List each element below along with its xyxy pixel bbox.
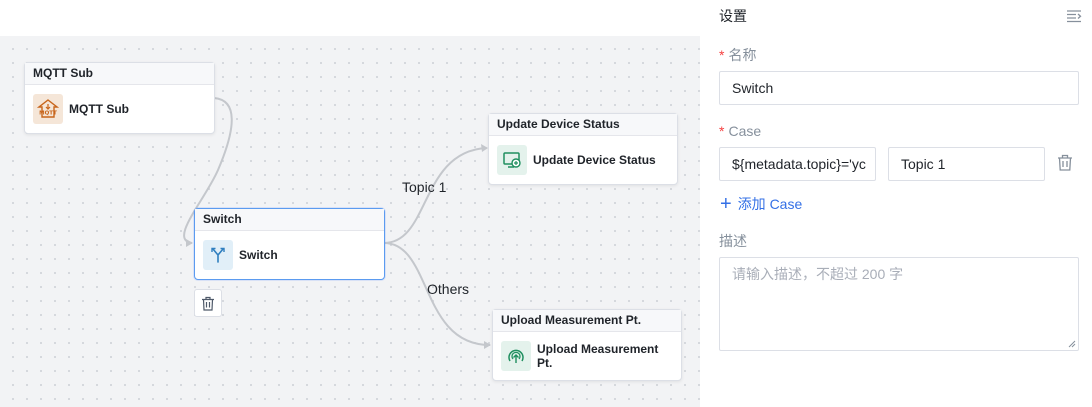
node-header: Update Device Status <box>489 114 677 136</box>
node-header: Upload Measurement Pt. <box>493 310 681 332</box>
device-status-icon <box>497 145 527 175</box>
measurement-upload-icon <box>501 341 531 371</box>
delete-case-button[interactable] <box>1057 154 1073 176</box>
switch-branch-icon <box>203 240 233 270</box>
node-header: MQTT Sub <box>25 63 214 85</box>
collapse-panel-button[interactable] <box>1066 9 1082 28</box>
mqtt-icon: MQTT <box>33 94 63 124</box>
edge-label-others[interactable]: Others <box>427 281 470 297</box>
required-marker: * <box>719 123 725 139</box>
description-placeholder: 请输入描述，不超过 200 字 <box>732 266 904 282</box>
description-field-label: 描述 <box>719 233 747 249</box>
collapse-menu-icon <box>1067 10 1082 23</box>
case-label-text: Case <box>728 123 762 139</box>
node-body: Update Device Status <box>489 136 677 184</box>
name-field-label: *名称 <box>719 45 756 65</box>
node-body: MQTT MQTT Sub <box>25 85 214 133</box>
delete-node-button[interactable] <box>194 289 222 317</box>
resize-grip-icon[interactable] <box>1068 340 1076 348</box>
case-field-label: *Case <box>719 123 761 139</box>
node-switch[interactable]: Switch Switch <box>194 208 385 280</box>
case-condition-input[interactable]: ${metadata.topic}='yc <box>719 147 876 181</box>
node-label: Upload Measurement Pt. <box>537 342 659 370</box>
node-body: Upload Measurement Pt. <box>493 332 681 380</box>
node-header: Switch <box>195 209 384 231</box>
description-textarea[interactable]: 请输入描述，不超过 200 字 <box>719 257 1079 351</box>
node-upload-measurement[interactable]: Upload Measurement Pt. Upload Measuremen… <box>492 309 682 381</box>
canvas-top-strip <box>0 0 700 36</box>
svg-text:MQTT: MQTT <box>39 111 57 117</box>
panel-title: 设置 <box>719 8 747 24</box>
add-case-label: 添加 Case <box>737 196 803 212</box>
edge-label-topic1[interactable]: Topic 1 <box>402 179 447 195</box>
add-case-button[interactable]: + 添加 Case <box>720 194 802 214</box>
node-label: Switch <box>239 248 278 262</box>
node-label: Update Device Status <box>533 153 656 167</box>
node-mqtt-sub[interactable]: MQTT Sub MQTT MQTT Sub <box>24 62 215 134</box>
name-label-text: 名称 <box>728 47 757 63</box>
plus-icon: + <box>720 193 732 215</box>
case-output-input[interactable]: Topic 1 <box>888 147 1045 181</box>
required-marker: * <box>719 47 725 63</box>
node-update-device-status[interactable]: Update Device Status Update Device Statu… <box>488 113 678 185</box>
node-body: Switch <box>195 231 384 279</box>
name-input[interactable]: Switch <box>719 71 1079 105</box>
node-label: MQTT Sub <box>69 102 129 116</box>
trash-icon <box>202 296 214 311</box>
trash-icon <box>1058 154 1072 171</box>
